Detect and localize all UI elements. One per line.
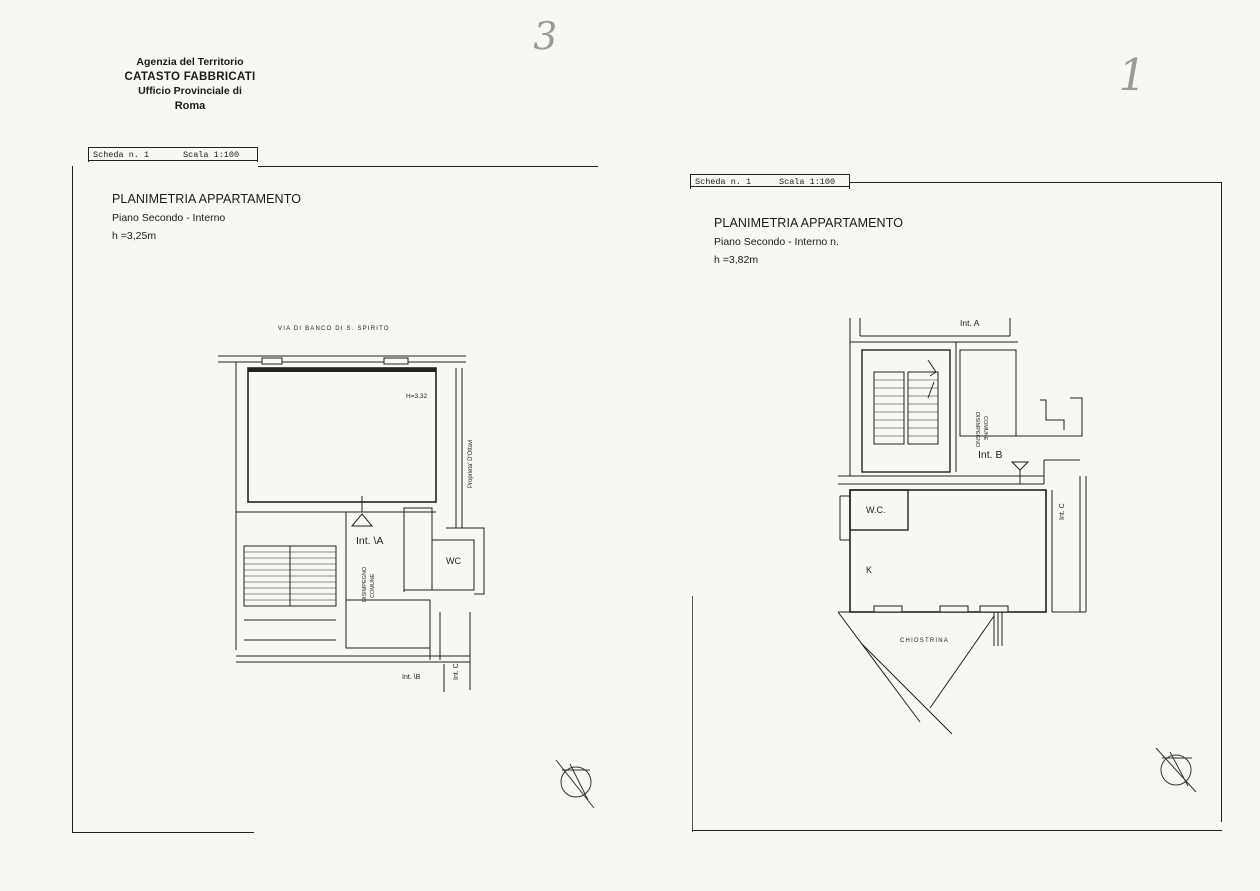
courtyard-label: CHIOSTRINA — [900, 638, 949, 644]
sheet-top-border — [850, 182, 1222, 183]
scale-label: Scala 1:100 — [183, 150, 240, 160]
floor-label: Piano Secondo - Interno — [112, 212, 226, 224]
int-c-label: Int. C — [453, 663, 460, 680]
sheet-top-border — [258, 166, 598, 167]
corridor-label-2: COMUNE — [982, 416, 988, 441]
int-c-label: Int. C — [1059, 503, 1066, 520]
sheet-left-border — [692, 596, 693, 832]
sheet-bottom-border — [72, 832, 254, 833]
compass-icon — [1155, 747, 1197, 793]
unit-label: Int. \A — [356, 535, 383, 547]
sheet-left-border — [72, 166, 73, 832]
plan-title: PLANIMETRIA APPARTAMENTO — [714, 216, 904, 230]
scheda-box-rule — [88, 160, 258, 161]
scale-label: Scala 1:100 — [779, 177, 836, 187]
wc-label: WC — [446, 556, 461, 566]
height-label: h =3,25m — [112, 230, 157, 242]
plan-title: PLANIMETRIA APPARTAMENTO — [112, 192, 302, 206]
sheet-right-border — [1221, 182, 1222, 822]
room-height-label: H=3.32 — [406, 393, 428, 400]
corridor-label-2: COMUNE — [370, 573, 376, 598]
agency-header: Agenzia del Territorio CATASTO FABBRICAT… — [90, 56, 290, 113]
corridor-label: DISIMPEGNO — [974, 412, 980, 448]
scheda-box-right: Scheda n. 1 Scala 1:100 — [690, 174, 850, 189]
int-b-label: Int. \B — [402, 674, 421, 681]
height-label: h =3,82m — [714, 254, 759, 266]
scheda-number: Scheda n. 1 — [93, 150, 150, 160]
wc-label: W.C. — [866, 505, 886, 515]
corridor-label: DISIMPEGNO — [362, 566, 368, 602]
scheda-box-left: Scheda n. 1 Scala 1:100 — [88, 147, 258, 162]
city-name: Roma — [174, 99, 206, 112]
scheda-number: Scheda n. 1 — [695, 177, 752, 187]
scheda-box-rule — [690, 186, 850, 187]
compass-icon — [555, 759, 595, 809]
ufficio-name: Ufficio Provinciale di — [138, 85, 242, 98]
street-label: VIA DI BANCO DI S. SPIRITO — [278, 326, 390, 332]
kitchen-label: K — [866, 565, 872, 575]
floor-label: Piano Secondo - Interno n. — [714, 236, 839, 248]
unit-label: Int. B — [978, 449, 1003, 461]
neighbor-label: Proprieta' D'Ottavi — [468, 440, 474, 488]
agency-name: Agenzia del Territorio — [136, 56, 244, 68]
int-a-label: Int. A — [960, 318, 980, 328]
catasto-name: CATASTO FABBRICATI — [124, 70, 256, 83]
sheet-bottom-border — [692, 830, 1222, 831]
